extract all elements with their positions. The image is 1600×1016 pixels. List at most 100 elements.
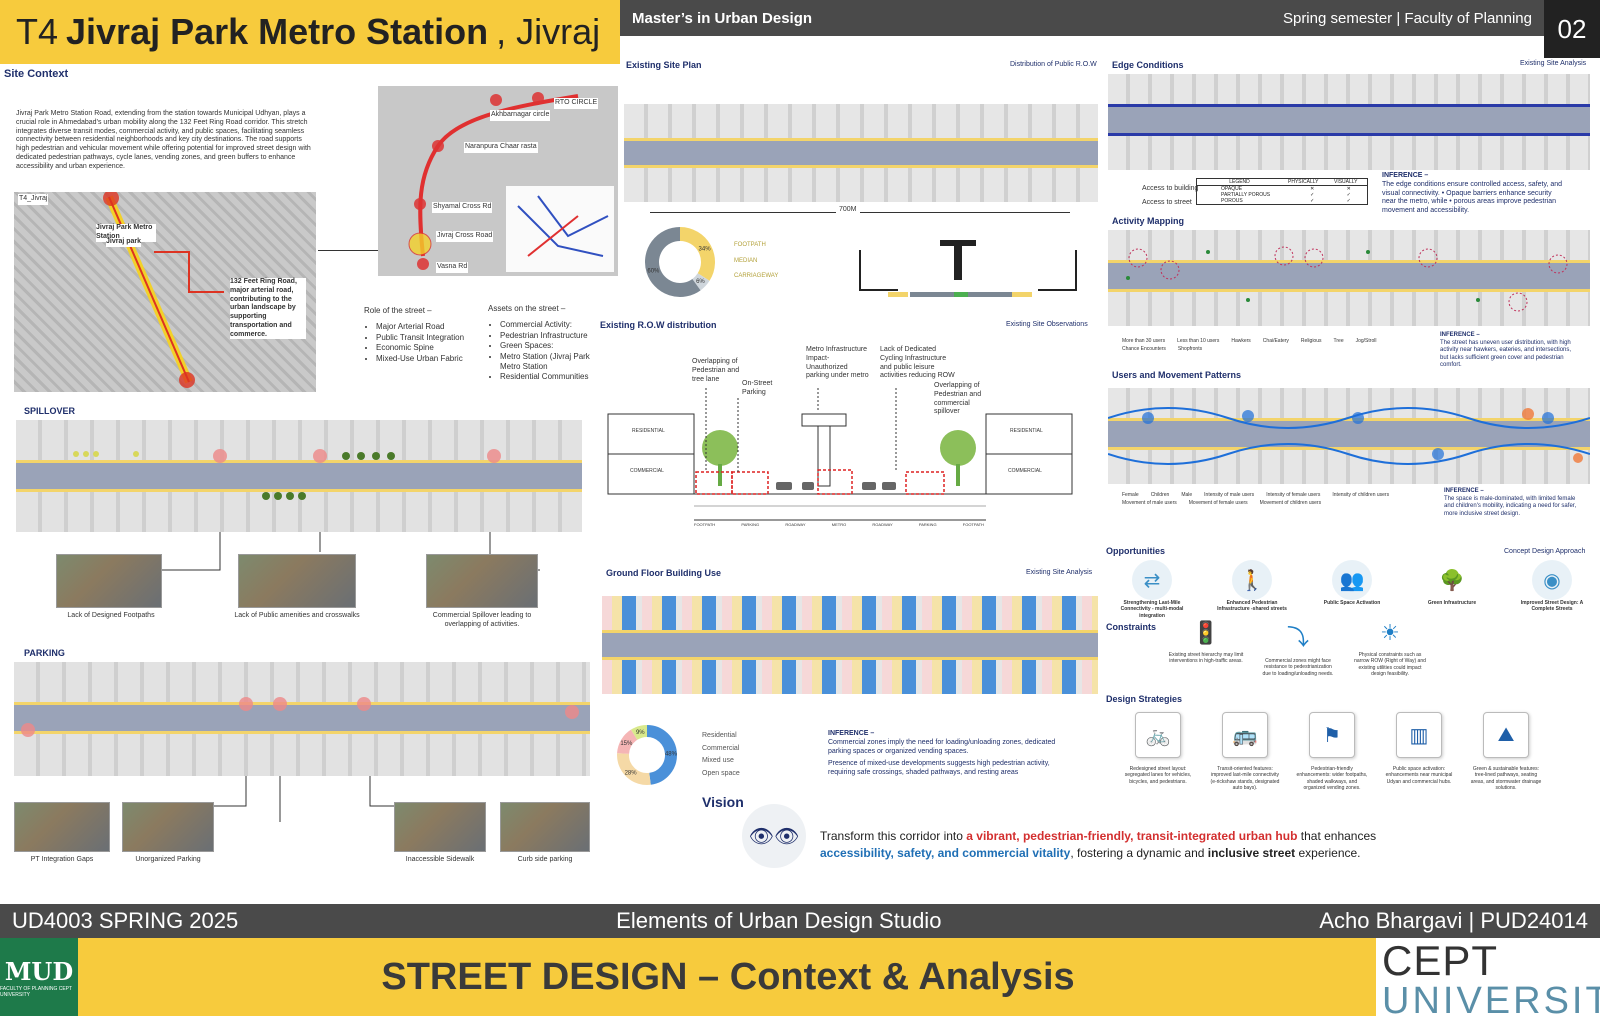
use-donut-legend: Residential Commercial Mixed use Open sp… [702, 730, 740, 780]
legend-commercial: Commercial [702, 744, 740, 752]
legend-row: OPAQUE [1221, 186, 1243, 192]
users-inference-text: The space is male-dominated, with limite… [1444, 495, 1577, 517]
row-label-com-left: COMMERCIAL [630, 468, 664, 474]
assets-title: Assets on the street – [488, 304, 566, 313]
connector-line [318, 250, 378, 251]
lane-label: PARKING [918, 522, 937, 527]
legend-head: LEGEND [1229, 179, 1250, 185]
constraint-label: Commercial zones might face resistance t… [1262, 658, 1334, 677]
parking-title: PARKING [24, 648, 65, 658]
asset-item: Green Spaces: [500, 341, 600, 351]
spillover-photo-1 [56, 554, 162, 608]
role-item: Major Arterial Road [376, 322, 474, 332]
buildings-icon: ▥ [1396, 712, 1442, 758]
users-map [1108, 388, 1590, 484]
donut-value-label: 48% [665, 751, 678, 757]
title-code: T4 [16, 11, 59, 52]
donut-slice-commercial [617, 753, 651, 785]
edge-subtitle: Existing Site Analysis [1520, 60, 1587, 67]
spillover-title: SPILLOVER [24, 406, 76, 416]
users-inference-title: INFERENCE – [1444, 488, 1484, 494]
activity-legend: More than 30 users Less than 10 users Ha… [1122, 338, 1422, 353]
row-section-drawing [607, 388, 1073, 521]
mud-logo-text: MUD [4, 956, 74, 986]
length-label: 700M [836, 206, 860, 215]
legend-median: MEDIAN [734, 257, 758, 264]
donut-value-label: 28% [625, 770, 638, 776]
vision-text: that enhances [1297, 829, 1377, 843]
activity-legend-item: Chance Encounters [1122, 346, 1166, 353]
strategy-label: Transit-oriented features: improved last… [1210, 766, 1280, 791]
site-aerial-map: T4_Jivraj Jivraj Park Metro Station Jivr… [14, 192, 316, 392]
users-legend-item: Children [1150, 492, 1170, 498]
map-label-station: Jivraj Park Metro Station [96, 224, 156, 242]
users-movement [1108, 407, 1590, 465]
spillover-caption-1: Lack of Designed Footpaths [67, 612, 155, 619]
constraints-title: Constraints [1106, 622, 1157, 632]
program-bar: Master’s in Urban Design Spring semester… [620, 0, 1544, 36]
activity-legend-item: Religious [1300, 338, 1322, 344]
author-name: Acho Bhargavi | PUD24014 [1319, 908, 1588, 933]
activity-road [1108, 260, 1590, 292]
strategy-item: ▥Public space activation: enhancements n… [1383, 712, 1455, 791]
pedestrian-icon: 🚶 [1232, 560, 1272, 600]
constraint-item: 🚦Existing street hierarchy may limit int… [1168, 620, 1244, 677]
vision-highlight-bold: inclusive street [1207, 845, 1296, 860]
parking-caption-3: Inaccessible Sidewalk [405, 856, 475, 863]
users-legend-item: Movement of children users [1259, 500, 1322, 507]
activity-inference-text: The street has uneven user distribution,… [1440, 339, 1572, 369]
strategy-item: 🚲Redesigned street layout: segregated la… [1122, 712, 1194, 791]
parking-map [14, 662, 590, 776]
donut-slice-carriageway [645, 227, 701, 297]
opportunity-item: 👥Public Space Activation [1312, 560, 1392, 619]
parking-photo-2 [122, 802, 214, 852]
spillover-map [16, 420, 582, 532]
donut-value-label: 15% [620, 741, 633, 747]
vision-text: experience. [1295, 845, 1361, 860]
row-note-5: Overlapping of Pedestrian and commercial… [934, 382, 982, 416]
constraint-item: ☀Physical constraints such as narrow ROW… [1352, 620, 1428, 677]
parking-photo-4 [500, 802, 590, 852]
legend-footpath: FOOTPATH [734, 242, 766, 248]
footer-bar: UD4003 SPRING 2025 Elements of Urban Des… [0, 904, 1600, 938]
legend-residential: Residential [702, 732, 737, 739]
row-lane-labels: FOOTPATH PARKING ROADWAY METRO ROADWAY P… [694, 522, 984, 527]
donut-value-label: 6% [696, 279, 705, 285]
spillover-photo-3 [426, 554, 538, 608]
role-item: Economic Spine [376, 343, 474, 353]
ground-inference-2: Presence of mixed-use developments sugge… [828, 760, 1050, 776]
asset-item: Residential Communities [500, 372, 600, 382]
eyes-icon: 👁👁 [742, 804, 806, 868]
edge-inference-title: INFERENCE – [1382, 172, 1429, 179]
route-label-shyamal: Shyamal Cross Rd [432, 202, 493, 213]
activity-title: Activity Mapping [1112, 216, 1185, 226]
lane-label: ROADWAY [785, 522, 806, 527]
users-title: Users and Movement Patterns [1112, 370, 1242, 380]
row-title: Existing R.O.W distribution [600, 320, 717, 330]
edge-access-legend: Access to building Access to street [1142, 182, 1198, 210]
route-label-naranpura: Naranpura Chaar rasta [464, 142, 538, 153]
cept-logo-line1: CEPT [1382, 937, 1499, 984]
parking-photo-3 [394, 802, 486, 852]
donut-slice-median [692, 272, 710, 291]
vision-title: Vision [702, 794, 744, 810]
opportunity-label: Strengthening Last-Mile Connectivity - m… [1120, 600, 1184, 619]
legend-carriageway: CARRIAGEWAY [734, 273, 779, 280]
users-legend: Female Children Male Intensity of male u… [1122, 492, 1422, 507]
opportunity-label: Improved Street Design: A Complete Stree… [1520, 600, 1584, 613]
users-legend-item: Intensity of male users [1204, 492, 1255, 498]
row-note-1: Overlapping of Pedestrian and tree lane [692, 358, 740, 383]
ground-floor-road [602, 630, 1098, 660]
route-label-vasna: Vasna Rd [436, 262, 469, 273]
donut-value-label: 34% [699, 247, 712, 253]
row-label-res-left: RESIDENTIAL [632, 428, 665, 434]
vision-highlight-blue: accessibility, safety, and commercial vi… [820, 845, 1071, 860]
legend-access-building: Access to building [1142, 185, 1199, 192]
strategies-title: Design Strategies [1106, 694, 1183, 704]
edge-road [1108, 104, 1590, 136]
ground-inference-1: Commercial zones imply the need for load… [828, 738, 1056, 755]
bulb-icon: ☀ [1380, 620, 1400, 645]
people-icon: 👥 [1332, 560, 1372, 600]
strategy-item: 🚌Transit-oriented features: improved las… [1209, 712, 1281, 791]
